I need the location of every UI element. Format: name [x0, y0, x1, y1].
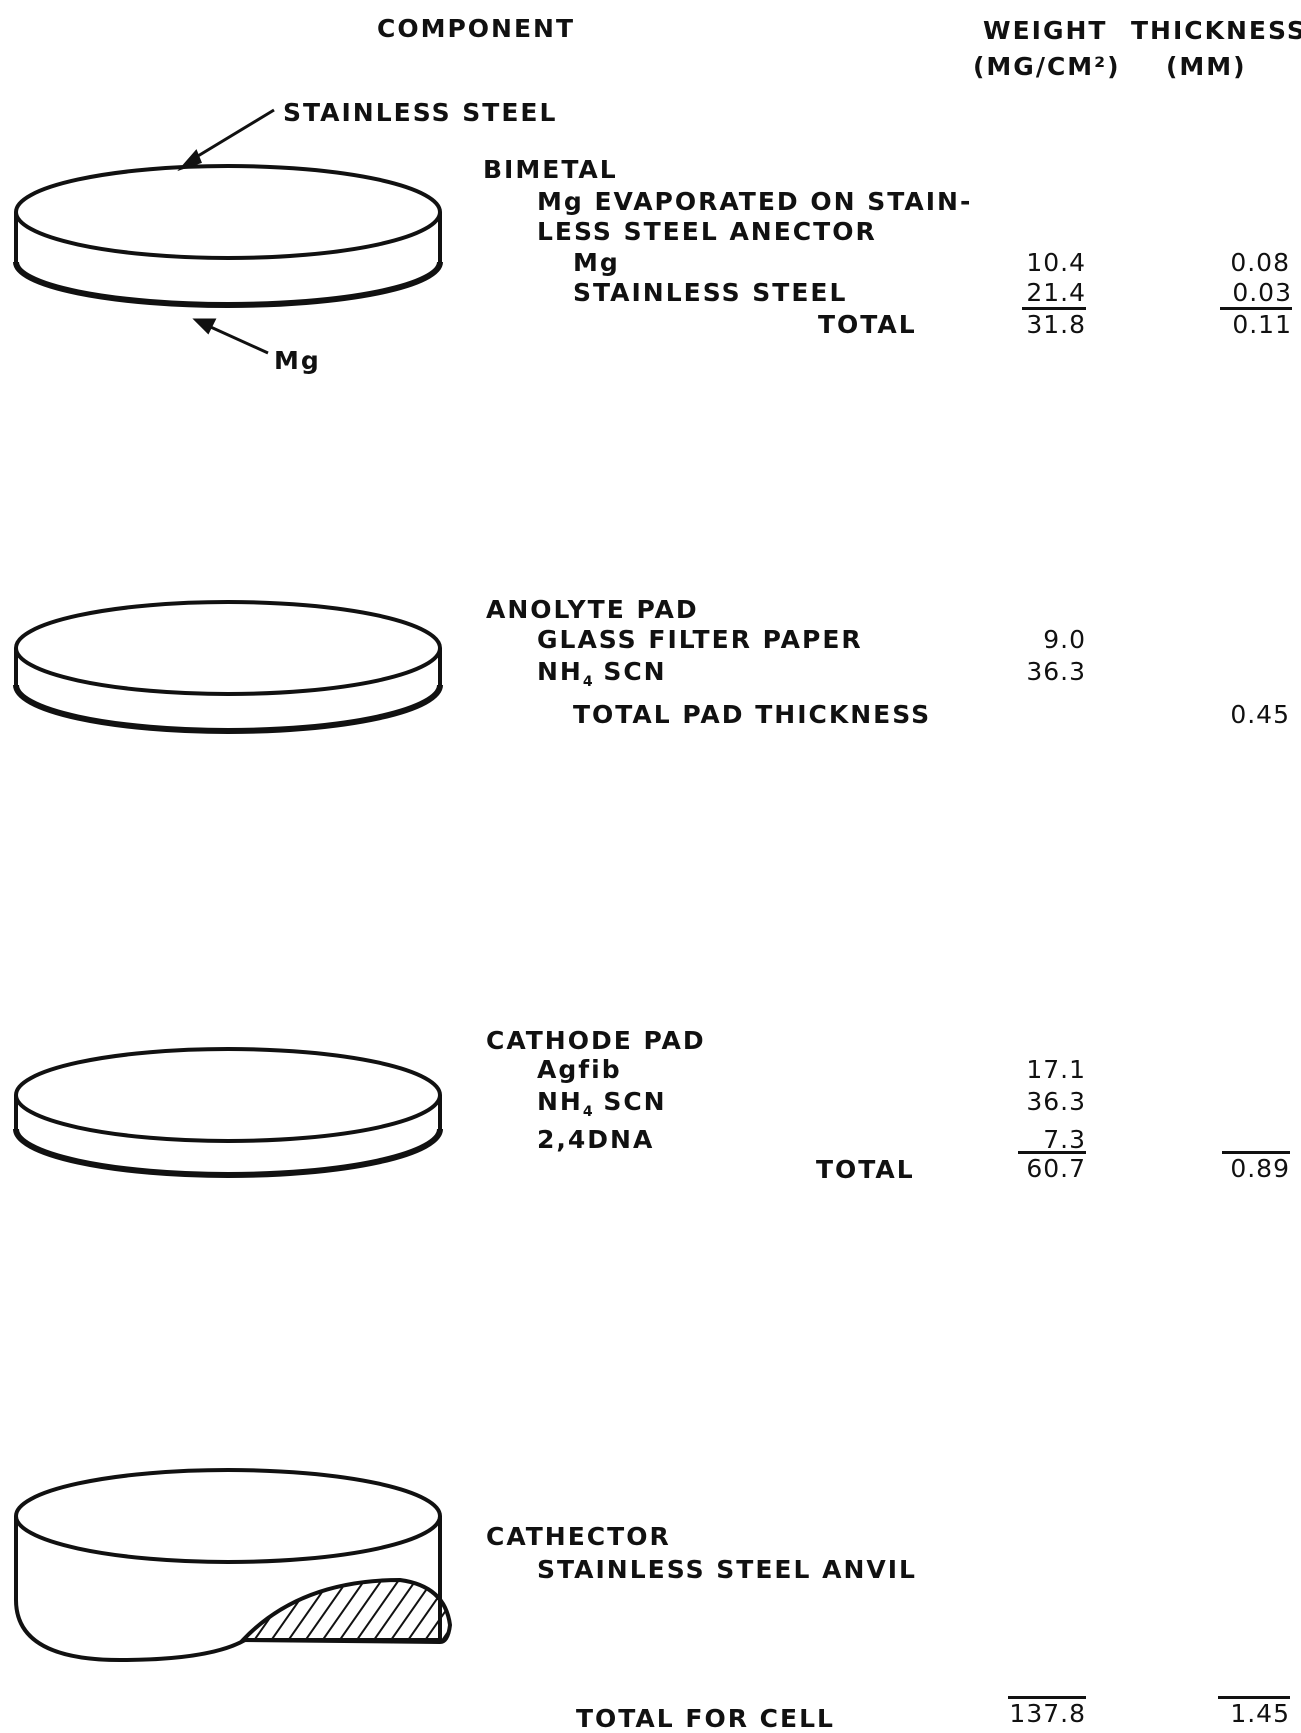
cathode-total-weight: 60.7: [1018, 1151, 1086, 1181]
cathode-pad-title: CATHODE PAD: [486, 1026, 706, 1055]
bimetal-description-line1: Mg EVAPORATED ON STAIN-: [537, 187, 973, 216]
anolyte-total-thickness: 0.45: [1230, 700, 1290, 729]
cathode-total-thickness: 0.89: [1222, 1151, 1290, 1181]
bimetal-description-line2: LESS STEEL ANECTOR: [537, 217, 877, 246]
anolyte-pad-disc: [13, 600, 443, 734]
bimetal-total-label: TOTAL: [818, 310, 917, 339]
bimetal-title: BIMETAL: [483, 155, 618, 184]
bimetal-row-weight: 10.4: [1026, 248, 1086, 277]
stainless-steel-callout: STAINLESS STEEL: [283, 98, 558, 127]
cathode-total-label: TOTAL: [816, 1155, 915, 1184]
anolyte-row-label: NH4 SCN: [537, 657, 667, 690]
cathode-row-label: 2,4DNA: [537, 1125, 655, 1154]
cathector-title: CATHECTOR: [486, 1522, 671, 1551]
bimetal-total-weight: 31.8: [1026, 310, 1086, 339]
cell-total-weight: 137.8: [1008, 1696, 1086, 1726]
cell-total-thickness: 1.45: [1218, 1696, 1290, 1726]
column-header-weight-unit: (MG/CM²): [973, 52, 1121, 81]
cathector-description: STAINLESS STEEL ANVIL: [537, 1555, 917, 1584]
cathode-row-weight: 36.3: [1026, 1087, 1086, 1116]
cathode-pad-disc: [13, 1047, 443, 1178]
cathode-row-label: Agfib: [537, 1055, 622, 1084]
cathode-row-weight: 7.3: [1043, 1125, 1086, 1154]
anolyte-pad-title: ANOLYTE PAD: [486, 595, 699, 624]
cell-total-label: TOTAL FOR CELL: [576, 1704, 835, 1733]
bimetal-row-weight: 21.4: [1022, 280, 1086, 310]
column-header-component: COMPONENT: [377, 14, 576, 43]
bimetal-row-label: Mg: [573, 248, 620, 277]
bimetal-row-thickness: 0.08: [1230, 248, 1290, 277]
anolyte-row-weight: 36.3: [1026, 657, 1086, 686]
cathode-row-label: NH4 SCN: [537, 1087, 667, 1120]
column-header-weight: WEIGHT: [983, 16, 1108, 45]
cathector-cylinder: [14, 1468, 453, 1663]
anolyte-total-label: TOTAL PAD THICKNESS: [573, 700, 932, 729]
anolyte-row-weight: 9.0: [1043, 625, 1086, 654]
mg-callout: Mg: [274, 346, 321, 375]
bimetal-row-thickness: 0.03: [1220, 280, 1292, 310]
column-header-thickness-unit: (MM): [1166, 52, 1247, 81]
stainless-steel-arrow: [177, 108, 275, 172]
column-header-thickness: THICKNESS: [1131, 16, 1301, 45]
cathode-row-weight: 17.1: [1026, 1055, 1086, 1084]
bimetal-disc: [13, 164, 443, 308]
mg-arrow: [192, 318, 269, 355]
anolyte-row-label: GLASS FILTER PAPER: [537, 625, 863, 654]
bimetal-total-thickness: 0.11: [1232, 310, 1292, 339]
bimetal-row-label: STAINLESS STEEL: [573, 278, 848, 307]
